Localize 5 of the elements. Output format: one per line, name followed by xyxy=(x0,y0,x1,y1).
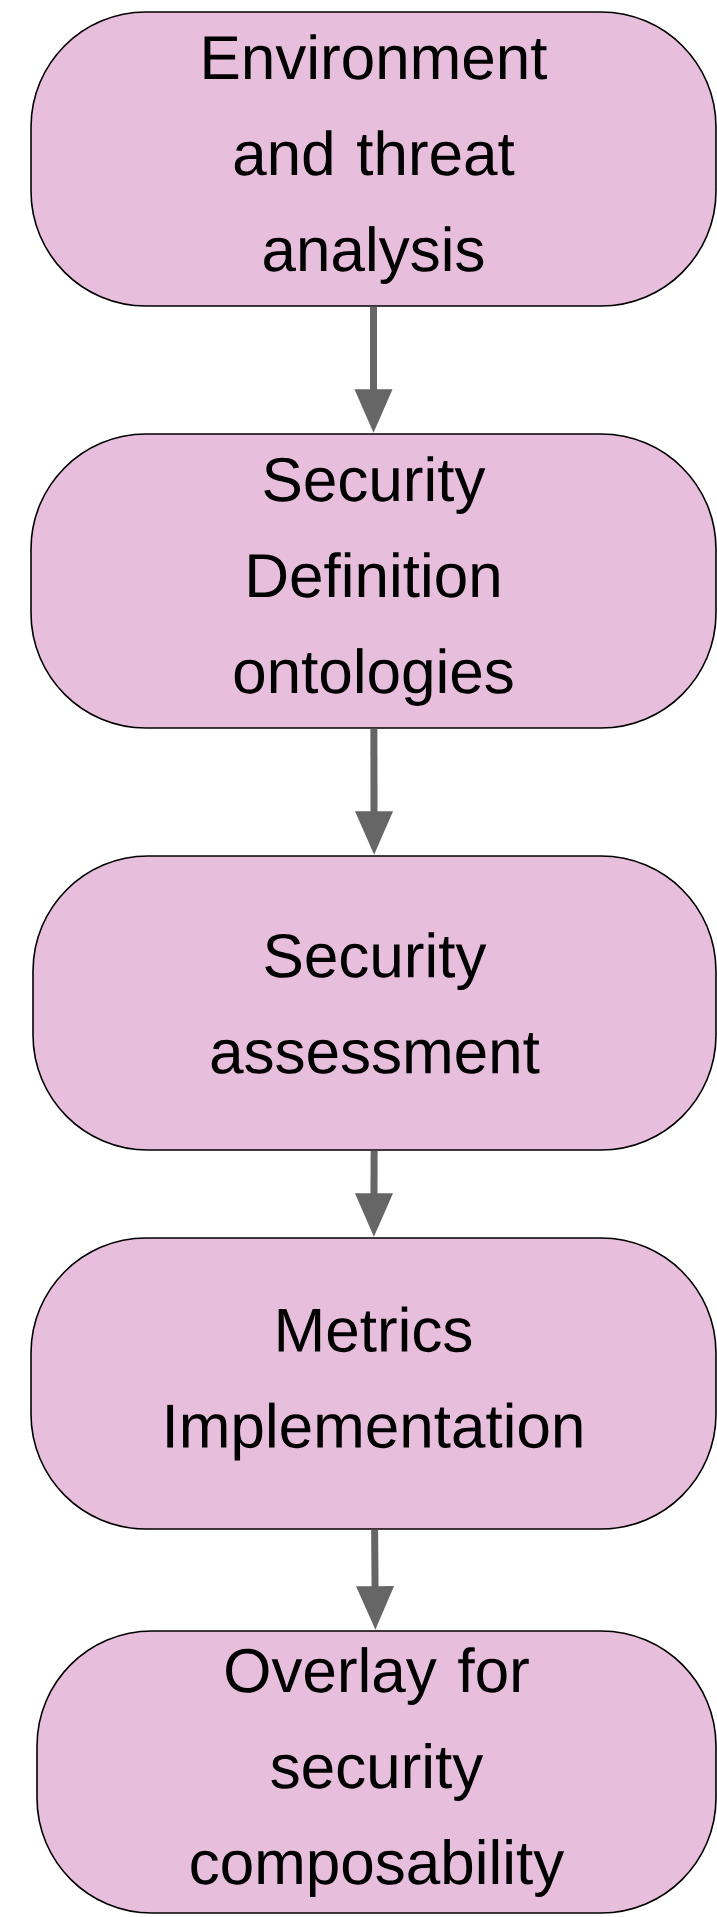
process-box: Environment and threat analysis xyxy=(30,11,717,307)
process-box: Security assessment xyxy=(32,855,717,1151)
process-box: Overlay for security composability xyxy=(36,1630,717,1914)
process-box: Metrics Implementation xyxy=(30,1237,717,1530)
process-box: Security Definition ontologies xyxy=(30,433,717,729)
